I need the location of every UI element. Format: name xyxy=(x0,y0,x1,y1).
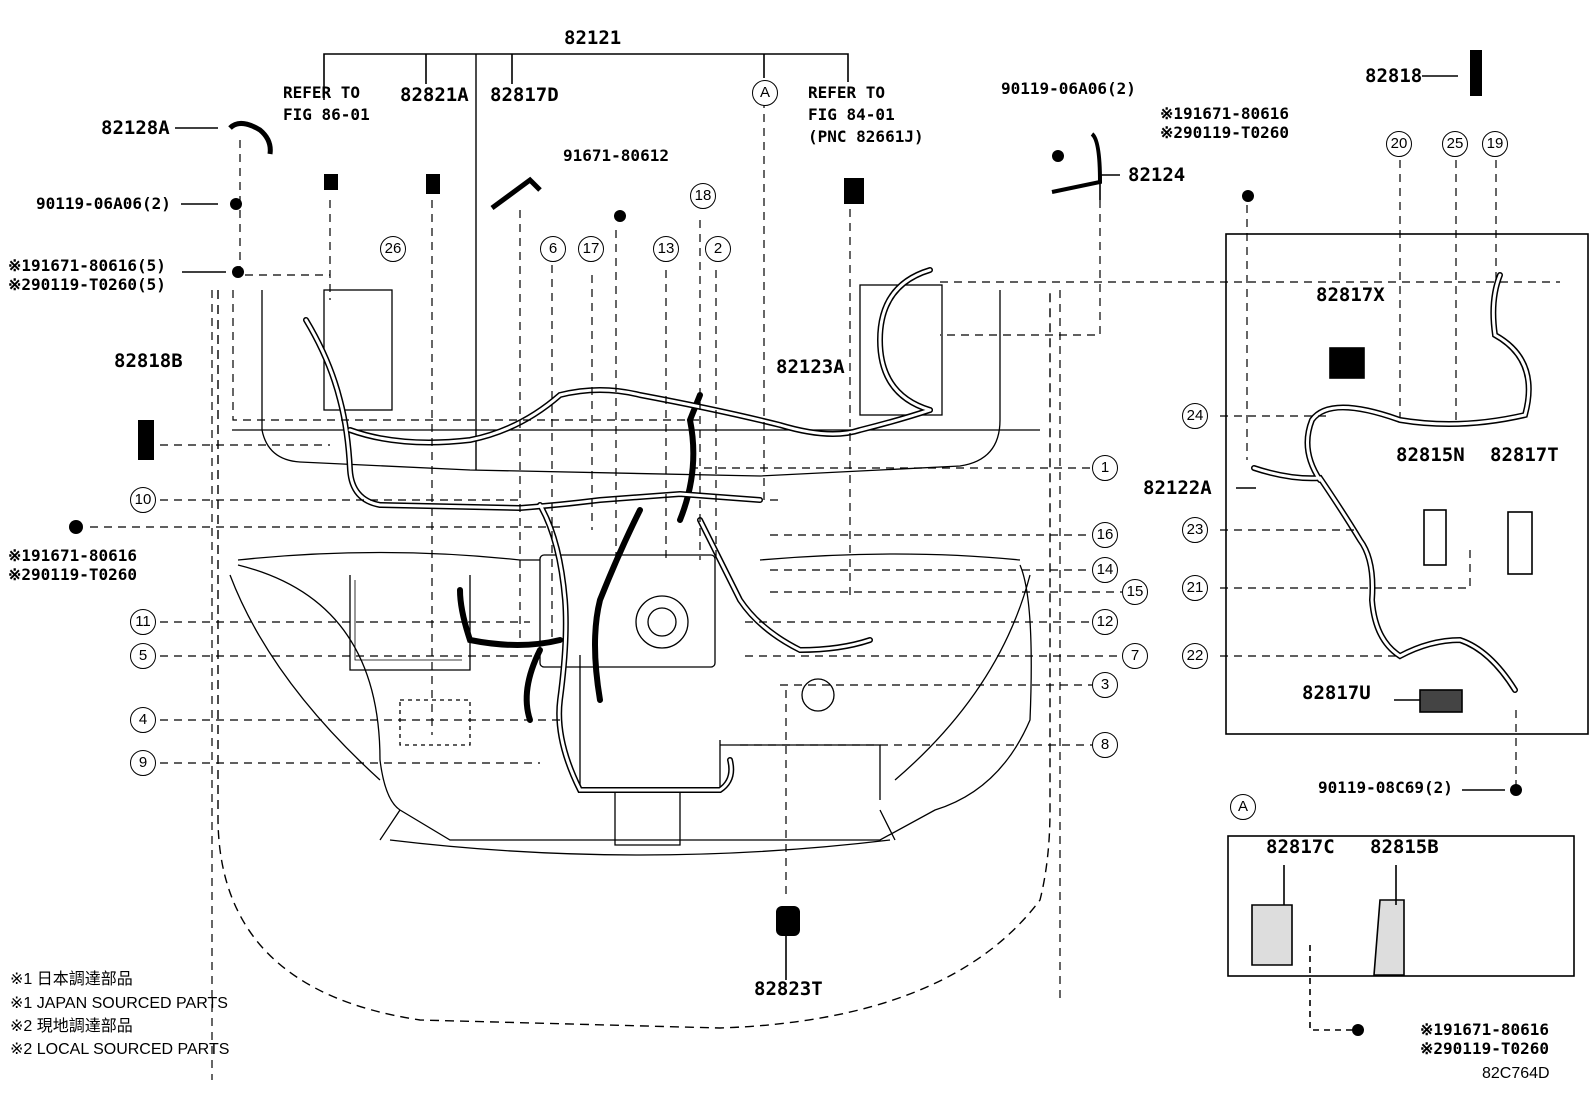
callout-9: 9 xyxy=(130,750,156,776)
callout-25: 25 xyxy=(1442,131,1468,157)
vehicle-outline xyxy=(217,290,1051,1029)
footnote-2-en: ※2 LOCAL SOURCED PARTS xyxy=(10,1041,230,1058)
part-82817C-label: 82817C xyxy=(1266,836,1335,858)
part-90119-06A06-top-label: 90119-06A06(2) xyxy=(1001,79,1136,98)
part-82818-label: 82818 xyxy=(1365,65,1423,87)
bolt-alt-right-top: ※191671-80616 ※290119-T0260 xyxy=(1160,104,1289,142)
callout-15: 15 xyxy=(1122,579,1148,605)
part-82818B-label: 82818B xyxy=(114,350,183,372)
callout-11: 11 xyxy=(130,609,156,635)
footnote-1-en: ※1 JAPAN SOURCED PARTS xyxy=(10,995,228,1012)
part-91671-80612-label: 91671-80612 xyxy=(563,146,669,165)
part-90119-06A06-left-label: 90119-06A06(2) xyxy=(36,194,171,213)
part-82821A-label: 82821A xyxy=(400,84,469,106)
part-82817T-label: 82817T xyxy=(1490,444,1559,466)
callout-13: 13 xyxy=(653,236,679,262)
callout-21: 21 xyxy=(1182,575,1208,601)
marker-a-inset: A xyxy=(1230,794,1256,820)
callout-5: 5 xyxy=(130,643,156,669)
part-90119-08C69-label: 90119-08C69(2) xyxy=(1318,778,1453,797)
callout-23: 23 xyxy=(1182,517,1208,543)
callout-2: 2 xyxy=(705,236,731,262)
bolt-alt-left-mid-1: ※191671-80616 xyxy=(8,546,137,565)
callout-7: 7 xyxy=(1122,643,1148,669)
callout-3: 3 xyxy=(1092,672,1118,698)
leader-82121 xyxy=(323,53,849,100)
bolt-alt-inset-1: ※191671-80616 xyxy=(1420,1020,1549,1039)
refer-fig86-line2: FIG 86-01 xyxy=(283,105,370,124)
callout-18: 18 xyxy=(690,183,716,209)
callout-19: 19 xyxy=(1482,131,1508,157)
part-82817U-label: 82817U xyxy=(1302,682,1371,704)
part-82121-label: 82121 xyxy=(564,27,622,49)
callout-8: 8 xyxy=(1092,732,1118,758)
marker-a-top: A xyxy=(752,80,778,106)
callout-26: 26 xyxy=(380,236,406,262)
callout-22: 22 xyxy=(1182,643,1208,669)
callout-12: 12 xyxy=(1092,609,1118,635)
callout-10: 10 xyxy=(130,487,156,513)
part-82815N-label: 82815N xyxy=(1396,444,1465,466)
refer-fig84-line1: REFER TO xyxy=(808,83,886,102)
part-82815B-label: 82815B xyxy=(1370,836,1439,858)
bolt-alt-inset-2: ※290119-T0260 xyxy=(1420,1039,1549,1058)
part-82128A-label: 82128A xyxy=(101,117,170,139)
bolt-alt-right-top-2: ※290119-T0260 xyxy=(1160,123,1289,142)
bolt-alt-left-top: ※191671-80616(5) ※290119-T0260(5) xyxy=(8,256,166,294)
part-82123A-label: 82123A xyxy=(776,356,845,378)
bolt-alt-inset: ※191671-80616 ※290119-T0260 xyxy=(1420,1020,1549,1058)
inset-a-box xyxy=(1227,835,1575,977)
part-82823T-label: 82823T xyxy=(754,978,823,1000)
footnote-1-jp: ※1 日本調達部品 xyxy=(10,971,133,988)
refer-fig84-line3: (PNC 82661J) xyxy=(808,127,924,146)
callout-6: 6 xyxy=(540,236,566,262)
part-82122A-label: 82122A xyxy=(1143,477,1212,499)
bolt-alt-left-top-1: ※191671-80616(5) xyxy=(8,256,166,275)
part-82817X-label: 82817X xyxy=(1316,284,1385,306)
sub-harness-box xyxy=(1225,233,1589,735)
figure-code: 82C764D xyxy=(1482,1065,1550,1082)
callout-16: 16 xyxy=(1092,522,1118,548)
refer-fig84-line2: FIG 84-01 xyxy=(808,105,895,124)
bolt-alt-left-mid: ※191671-80616 ※290119-T0260 xyxy=(8,546,137,584)
callout-14: 14 xyxy=(1092,557,1118,583)
callout-1: 1 xyxy=(1092,455,1118,481)
callout-20: 20 xyxy=(1386,131,1412,157)
bolt-alt-left-mid-2: ※290119-T0260 xyxy=(8,565,137,584)
footnote-2-jp: ※2 現地調達部品 xyxy=(10,1018,133,1035)
part-82817D-label: 82817D xyxy=(490,84,559,106)
bolt-alt-right-top-1: ※191671-80616 xyxy=(1160,104,1289,123)
bolt-alt-left-top-2: ※290119-T0260(5) xyxy=(8,275,166,294)
callout-24: 24 xyxy=(1182,403,1208,429)
part-82124-label: 82124 xyxy=(1128,164,1186,186)
callout-4: 4 xyxy=(130,707,156,733)
callout-17: 17 xyxy=(578,236,604,262)
refer-fig86-line1: REFER TO xyxy=(283,83,361,102)
